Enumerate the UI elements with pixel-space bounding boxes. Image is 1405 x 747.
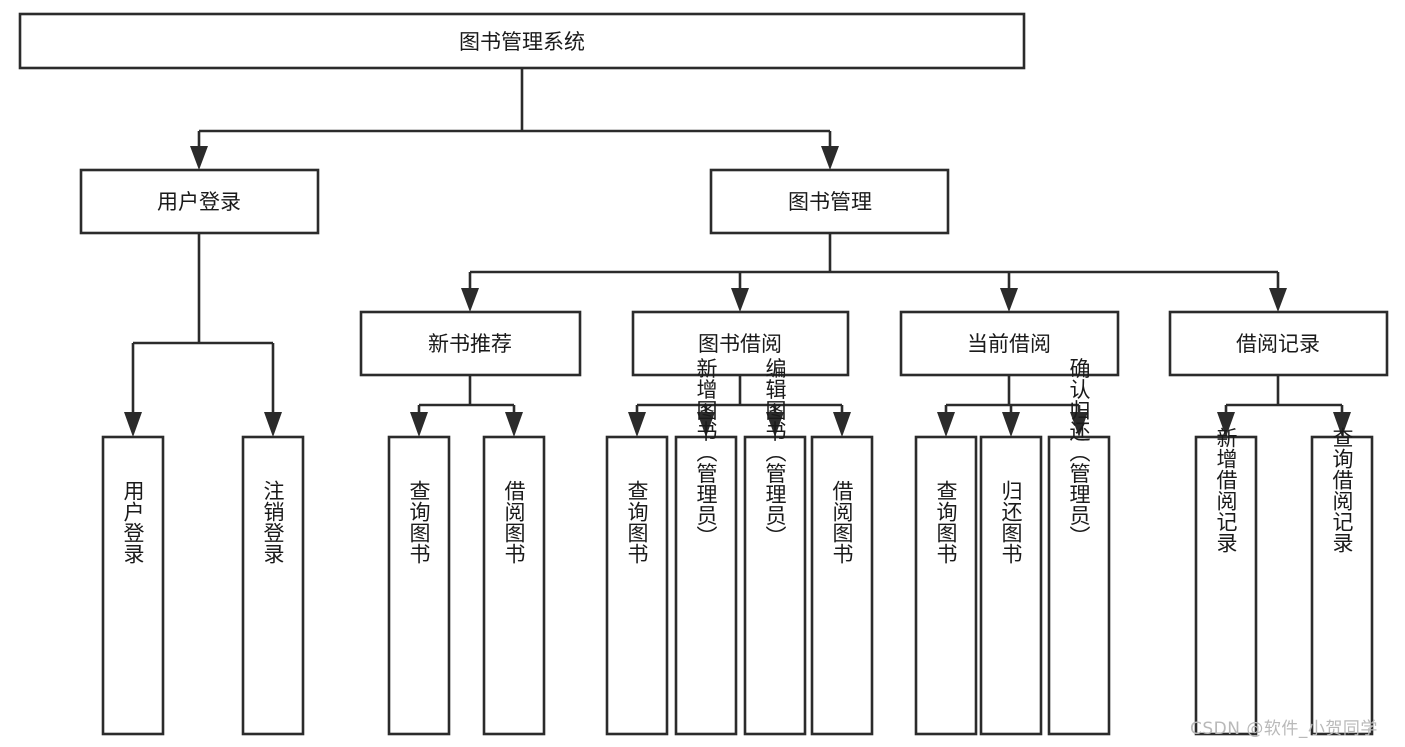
arrowhead-cb-return-book: [1002, 412, 1020, 437]
node-new-book-recommendation[interactable]: 新书推荐: [359, 310, 582, 377]
node-box[interactable]: [914, 435, 978, 736]
arrowhead-leaf-user-login: [124, 412, 142, 437]
leaf-br-query-record[interactable]: 查询借阅记录: [1310, 427, 1374, 736]
leaf-logout[interactable]: 注销登录: [241, 435, 305, 736]
node-box[interactable]: [1047, 435, 1111, 736]
leaf-label-br-query-record: 查询借阅记录: [1330, 427, 1354, 553]
arrowhead-cb-confirm-return: [1070, 412, 1088, 437]
node-box[interactable]: [18, 12, 1026, 70]
leaf-cb-return-book[interactable]: 归还图书: [979, 435, 1043, 736]
node-box[interactable]: [899, 310, 1120, 377]
arrowhead-current-borrow: [1000, 288, 1018, 312]
node-label-user-login: 用户登录: [157, 190, 241, 214]
leaf-label-bb-query-book: 查询图书: [625, 480, 649, 564]
arrowhead-new-book: [461, 288, 479, 312]
leaf-label-bb-borrow-book: 借阅图书: [830, 480, 854, 564]
connector-layer: [124, 68, 1351, 437]
arrowhead-bb-add-book: [697, 412, 715, 437]
node-label-book-borrowing: 图书借阅: [698, 332, 782, 356]
node-box[interactable]: [79, 168, 320, 235]
node-label-borrowing-record: 借阅记录: [1236, 332, 1320, 356]
leaf-bb-add-book-admin[interactable]: 新增图书（管理员）: [674, 358, 738, 736]
arrowhead-cb-query-book: [937, 412, 955, 437]
arrowhead-borrow-record: [1269, 288, 1287, 312]
arrowhead-br-query-record: [1333, 412, 1351, 437]
node-box[interactable]: [387, 435, 451, 736]
node-box[interactable]: [1310, 435, 1374, 736]
leaf-cb-confirm-return-admin[interactable]: 确认归还（管理员）: [1047, 358, 1111, 736]
arrowhead-br-add-record: [1217, 412, 1235, 437]
node-box[interactable]: [631, 310, 850, 377]
node-box[interactable]: [709, 168, 950, 235]
arrowhead-bb-borrow-book: [833, 412, 851, 437]
node-box[interactable]: [359, 310, 582, 377]
node-label-current-borrowing: 当前借阅: [967, 332, 1051, 356]
node-book-management-system[interactable]: 图书管理系统: [18, 12, 1026, 70]
csdn-watermark: CSDN @软件_小贺同学: [1190, 719, 1378, 739]
leaf-label-cb-confirm-return-admin: 确认归还（管理员）: [1067, 358, 1091, 547]
leaf-label-bb-add-book-admin: 新增图书（管理员）: [694, 358, 718, 547]
node-label-root: 图书管理系统: [459, 30, 585, 54]
node-borrowing-record[interactable]: 借阅记录: [1168, 310, 1389, 377]
arrowhead-bb-edit-book: [766, 412, 784, 437]
leaf-user-login[interactable]: 用户登录: [101, 435, 165, 736]
arrowhead-nb-query-book: [410, 412, 428, 437]
arrowhead-bb-query-book: [628, 412, 646, 437]
node-box[interactable]: [482, 435, 546, 736]
leaf-label-nb-query-book: 查询图书: [407, 480, 431, 564]
leaf-label-cb-return-book: 归还图书: [999, 480, 1023, 564]
node-box[interactable]: [674, 435, 738, 736]
leaf-label-nb-borrow-book: 借阅图书: [502, 480, 526, 564]
leaf-cb-query-book[interactable]: 查询图书: [914, 435, 978, 736]
leaf-br-add-record[interactable]: 新增借阅记录: [1194, 427, 1258, 736]
node-box[interactable]: [1168, 310, 1389, 377]
leaf-nb-borrow-book[interactable]: 借阅图书: [482, 435, 546, 736]
node-box[interactable]: [1194, 435, 1258, 736]
leaf-bb-edit-book-admin[interactable]: 编辑图书（管理员）: [743, 358, 807, 736]
node-box[interactable]: [605, 435, 669, 736]
leaf-bb-borrow-book[interactable]: 借阅图书: [810, 435, 874, 736]
leaf-label-br-add-record: 新增借阅记录: [1214, 427, 1238, 553]
node-label-new-book-recommendation: 新书推荐: [428, 332, 512, 356]
node-book-borrowing[interactable]: 图书借阅: [631, 310, 850, 377]
arrowhead-leaf-logout: [264, 412, 282, 437]
leaf-label-user-login: 用户登录: [121, 480, 145, 564]
node-box[interactable]: [810, 435, 874, 736]
node-current-borrowing[interactable]: 当前借阅: [899, 310, 1120, 377]
node-box[interactable]: [101, 435, 165, 736]
arrowhead-book-borrow: [731, 288, 749, 312]
node-book-management[interactable]: 图书管理: [709, 168, 950, 235]
node-user-login[interactable]: 用户登录: [79, 168, 320, 235]
node-label-book-management: 图书管理: [788, 190, 872, 214]
node-box[interactable]: [979, 435, 1043, 736]
leaf-bb-query-book[interactable]: 查询图书: [605, 435, 669, 736]
arrowhead-user-login: [190, 146, 208, 170]
node-box[interactable]: [241, 435, 305, 736]
leaf-label-logout: 注销登录: [261, 480, 285, 564]
arrowhead-nb-borrow-book: [505, 412, 523, 437]
leaf-label-bb-edit-book-admin: 编辑图书（管理员）: [763, 358, 787, 547]
leaf-label-cb-query-book: 查询图书: [934, 480, 958, 564]
node-box[interactable]: [743, 435, 807, 736]
arrowhead-book-mgmt: [821, 146, 839, 170]
leaf-nb-query-book[interactable]: 查询图书: [387, 435, 451, 736]
